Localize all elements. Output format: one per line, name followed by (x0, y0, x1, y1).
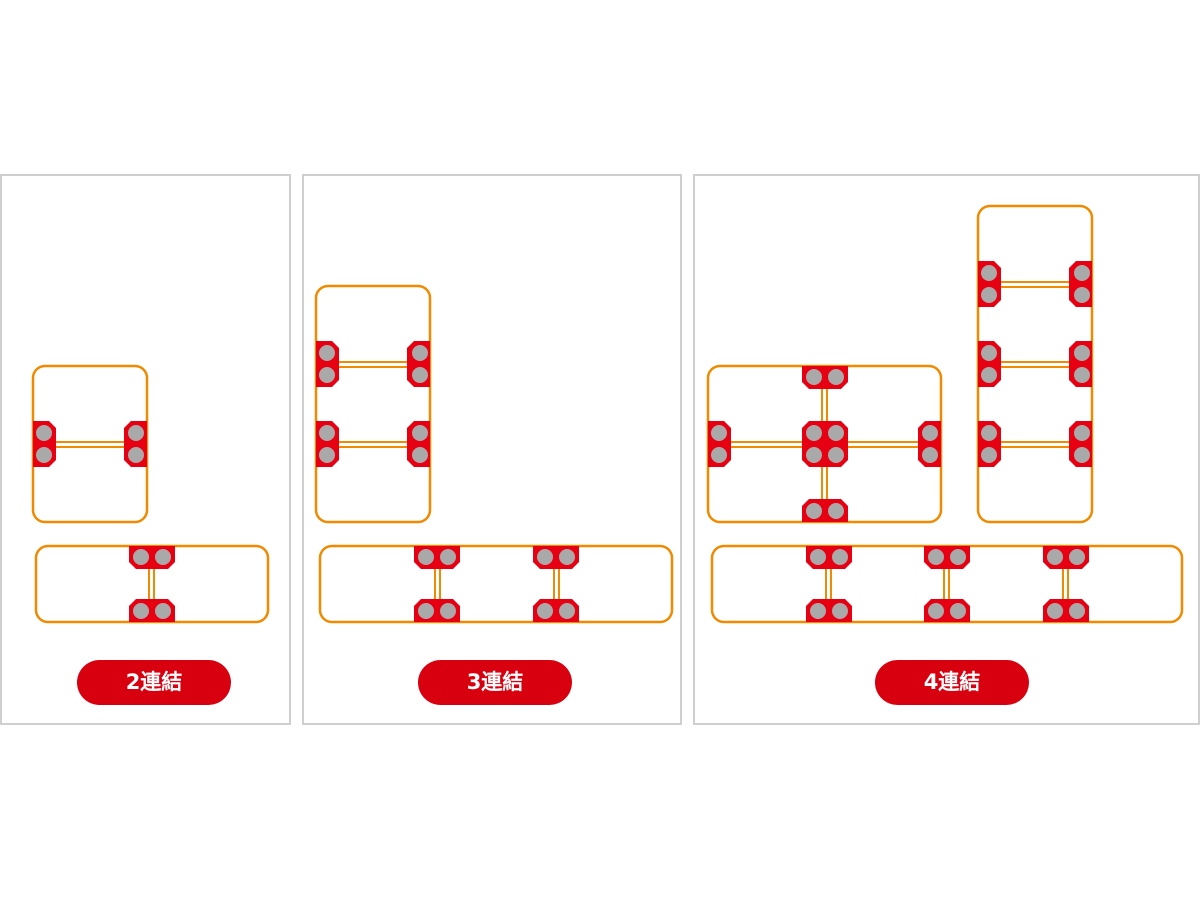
bolt-icon (36, 425, 52, 441)
bolt-icon (922, 447, 938, 463)
bolt-icon (128, 425, 144, 441)
bolt-icon (155, 603, 171, 619)
bolt-icon (832, 603, 848, 619)
bolt-icon (828, 447, 844, 463)
bolt-icon (1074, 287, 1090, 303)
bolt-icon (1074, 447, 1090, 463)
bolt-icon (537, 549, 553, 565)
bolt-icon (412, 447, 428, 463)
bolt-icon (1047, 603, 1063, 619)
bolt-icon (412, 425, 428, 441)
bolt-icon (537, 603, 553, 619)
connection-label-3: 3連結 (418, 660, 572, 705)
bolt-icon (1047, 549, 1063, 565)
connection-label-4: 4連結 (875, 660, 1029, 705)
bolt-icon (981, 345, 997, 361)
bolt-icon (128, 447, 144, 463)
bolt-icon (828, 503, 844, 519)
bolt-icon (1074, 345, 1090, 361)
bolt-icon (1074, 265, 1090, 281)
bolt-icon (36, 447, 52, 463)
bolt-icon (828, 369, 844, 385)
bolt-icon (559, 603, 575, 619)
bolt-icon (155, 549, 171, 565)
bolt-icon (806, 447, 822, 463)
diagram-2-connection (31, 364, 270, 624)
pallet-frame (318, 544, 674, 624)
connection-label-2: 2連結 (77, 660, 231, 705)
bolt-icon (440, 603, 456, 619)
diagram-3-connection (314, 284, 674, 624)
bolt-icon (950, 549, 966, 565)
bolt-icon (412, 345, 428, 361)
bolt-icon (981, 287, 997, 303)
bolt-icon (810, 549, 826, 565)
bolt-icon (711, 425, 727, 441)
panel-2-connection: 2連結 (0, 174, 291, 725)
bolt-icon (133, 603, 149, 619)
bolt-icon (928, 549, 944, 565)
bolt-icon (418, 549, 434, 565)
bolt-icon (1074, 367, 1090, 383)
bolt-icon (828, 425, 844, 441)
bolt-icon (418, 603, 434, 619)
bolt-icon (950, 603, 966, 619)
bolt-icon (1069, 603, 1085, 619)
bolt-icon (1074, 425, 1090, 441)
panel-4-connection: 4連結 (693, 174, 1200, 725)
panel-3-connection: 3連結 (302, 174, 682, 725)
bolt-icon (806, 503, 822, 519)
bolt-icon (133, 549, 149, 565)
bolt-icon (319, 425, 335, 441)
bolt-icon (832, 549, 848, 565)
bolt-icon (806, 369, 822, 385)
bolt-icon (922, 425, 938, 441)
bolt-icon (981, 447, 997, 463)
bolt-icon (711, 447, 727, 463)
bolt-icon (1069, 549, 1085, 565)
bolt-icon (981, 367, 997, 383)
bolt-icon (412, 367, 428, 383)
bolt-icon (319, 367, 335, 383)
diagram-4-connection (706, 204, 1184, 624)
bolt-icon (319, 345, 335, 361)
bolt-icon (928, 603, 944, 619)
bolt-icon (981, 265, 997, 281)
bolt-icon (981, 425, 997, 441)
bolt-icon (319, 447, 335, 463)
bolt-icon (806, 425, 822, 441)
bolt-icon (810, 603, 826, 619)
pallet-frame (314, 284, 432, 524)
bolt-icon (559, 549, 575, 565)
bolt-icon (440, 549, 456, 565)
